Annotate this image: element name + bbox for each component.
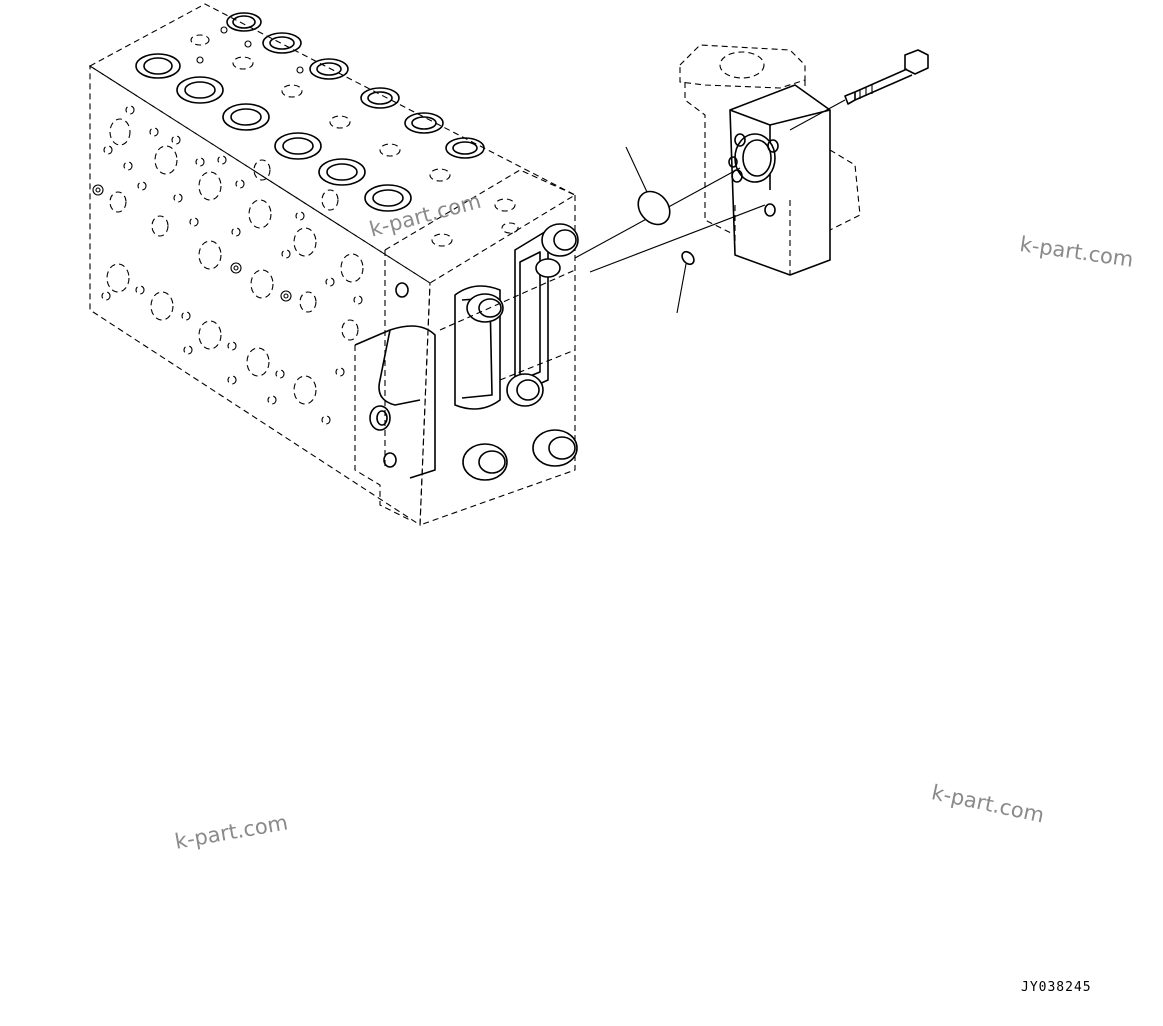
- large-o-ring: [625, 146, 671, 226]
- valve-cover: [679, 44, 861, 276]
- mounting-bolt: [789, 49, 929, 131]
- top-ports: [135, 12, 485, 212]
- small-o-ring: [676, 250, 695, 314]
- figure-code: JY038245: [1021, 980, 1092, 995]
- control-valve-block: [88, 3, 579, 526]
- assembly-lines: [574, 167, 766, 273]
- side-holes: [92, 105, 364, 425]
- top-small-holes: [190, 26, 519, 247]
- end-plate-details: [354, 223, 579, 521]
